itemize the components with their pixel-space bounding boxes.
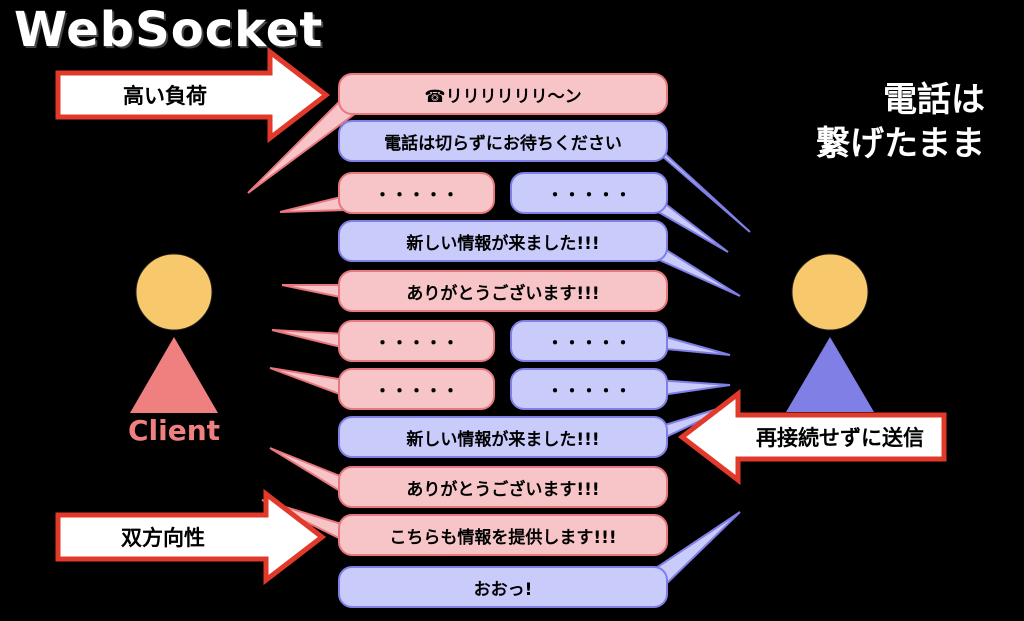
message-bubble: おおっ! [338,566,668,608]
tail-6 [281,284,346,300]
side-note: 電話は 繋げたまま [780,78,985,166]
client-body [130,337,218,413]
message-bubble: ・・・・・ [510,172,668,214]
no-reconnect-arrow [677,388,947,486]
server-body [786,337,874,412]
tail-12 [269,447,346,496]
message-bubble: 電話は切らずにお待ちください [338,120,668,162]
side-note-line-1: 電話は [883,80,985,120]
side-note-line-2: 繋げたまま [816,124,985,164]
no-reconnect-label: 再接続せずに送信 [756,426,924,450]
message-bubble: ・・・・・ [338,172,495,214]
message-bubble: ・・・・・ [510,320,668,362]
message-bubble: 新しい情報が来ました!!! [338,220,668,262]
message-bubble: ・・・・・ [338,320,495,362]
page-title: WebSocket [14,2,324,58]
client-head [135,253,213,331]
high-load-label: 高い負荷 [123,84,207,108]
tail-9 [269,367,346,398]
tail-7 [271,329,346,350]
message-bubble: ありがとうございます!!! [338,270,668,312]
bidirectional-label: 双方向性 [121,526,205,550]
message-bubble: ・・・・・ [510,368,668,410]
bidirectional-arrow [55,488,327,586]
client-label: Client [127,414,221,447]
server-head [791,253,869,331]
message-bubble: ありがとうございます!!! [338,466,668,508]
message-bubble: 新しい情報が来ました!!! [338,416,668,458]
message-bubble: ☎リリリリリリ〜ン [338,73,668,115]
message-bubble: ・・・・・ [338,368,495,410]
message-bubble: こちらも情報を提供します!!! [338,514,668,556]
tail-3 [279,194,346,213]
high-load-arrow [55,46,331,144]
